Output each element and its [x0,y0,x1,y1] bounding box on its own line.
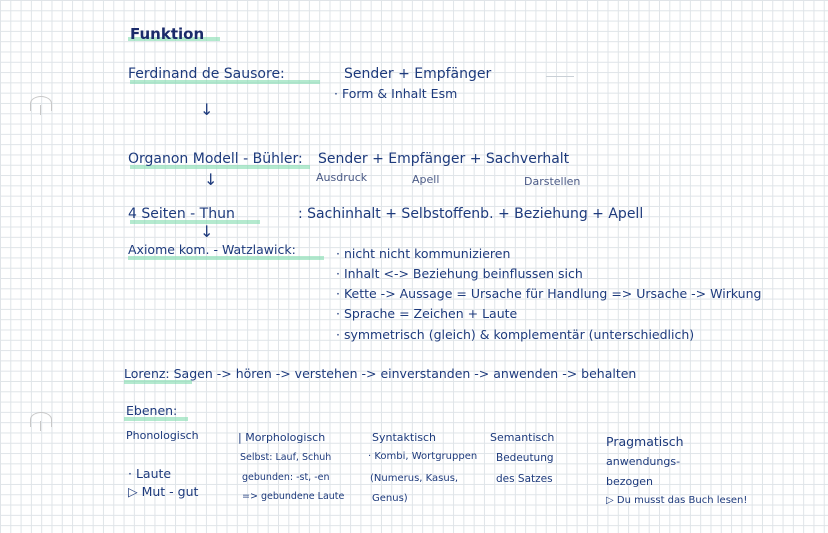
arrow-down-1: ↓ [200,100,214,119]
ebenen-syntaktisch-line-3: Genus) [372,493,408,504]
ebenen-phonologisch-line-2: ▷ Mut - gut [128,484,199,499]
punch-hole-bottom [30,412,52,431]
ebenen-morphologisch-line-3: => gebundene Laute [242,491,345,502]
ebenen-phonologisch-line-1: · Laute [128,466,172,481]
ebenen-morphologisch-line-1: Selbst: Lauf, Schuh [240,452,332,463]
stray-pen-line [546,76,574,77]
saussure-highlight [130,80,320,84]
ebenen-syntaktisch-line-1: · Kombi, Wortgruppen [368,451,478,462]
ebenen-morphologisch-line-2: gebunden: -st, -en [242,472,330,483]
watzlawick-item-1: · nicht nicht kommunizieren [336,246,511,261]
ebenen-phonologisch-head: Phonologisch [126,429,199,442]
watzlawick-item-3: · Kette -> Aussage = Ursache für Handlun… [336,286,762,301]
ebenen-semantisch-head: Semantisch [490,431,555,444]
arrow-down-3: ↓ [200,222,214,241]
watzlawick-name: Axiome kom. - Watzlawick: [128,242,296,257]
lorenz-text: Lorenz: Sagen -> hören -> verstehen -> e… [124,366,637,381]
ebenen-syntaktisch-head: Syntaktisch [372,431,437,444]
ebenen-syntaktisch-line-2: (Numerus, Kasus, [370,473,459,484]
ebenen-pragmatisch-line-1: anwendungs- [606,455,681,468]
ebenen-highlight [124,417,188,421]
thun-text: : Sachinhalt + Selbstoffenb. + Beziehung… [298,206,644,222]
watzlawick-item-5: · symmetrisch (gleich) & komplementär (u… [336,327,695,342]
organon-text: Sender + Empfänger + Sachverhalt [318,151,570,167]
ebenen-semantisch-line-2: des Satzes [496,473,553,485]
arrow-down-2: ↓ [204,170,218,189]
saussure-name: Ferdinand de Sausore: [128,66,285,82]
ebenen-pragmatisch-line-3: ▷ Du musst das Buch lesen! [606,495,748,506]
thun-highlight [130,220,260,224]
watzlawick-item-4: · Sprache = Zeichen + Laute [336,306,518,321]
title-highlight [128,37,220,41]
ebenen-morphologisch-head: | Morphologisch [238,431,326,444]
organon-label-darstellen: Darstellen [524,175,581,188]
organon-name: Organon Modell - Bühler: [128,151,303,167]
ebenen-heading: Ebenen: [126,403,178,418]
organon-highlight [130,165,310,169]
ebenen-pragmatisch-head: Pragmatisch [606,434,684,449]
thun-name: 4 Seiten - Thun [128,206,235,222]
ebenen-semantisch-line-1: Bedeutung [496,452,554,464]
organon-label-apell: Apell [412,173,440,186]
organon-label-ausdruck: Ausdruck [316,171,368,184]
watzlawick-item-2: · Inhalt <-> Beziehung beinflussen sich [336,266,583,281]
saussure-sub: · Form & Inhalt Esm [334,86,458,101]
lorenz-highlight [124,380,192,384]
punch-hole-top [30,96,52,115]
page-title: Funktion [130,25,205,43]
ebenen-pragmatisch-line-2: bezogen [606,475,653,488]
saussure-text: Sender + Empfänger [344,66,492,82]
watzlawick-highlight [128,256,324,260]
